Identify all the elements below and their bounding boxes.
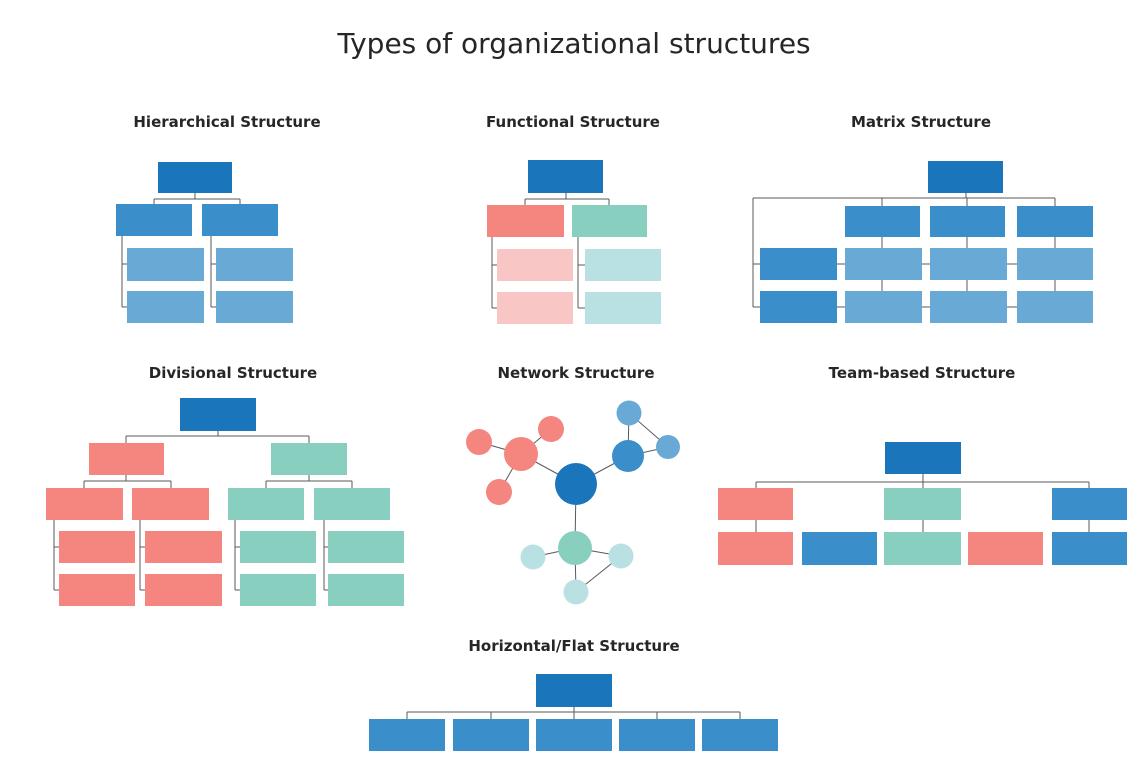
org-box — [216, 248, 293, 281]
org-box — [884, 532, 961, 565]
org-box — [158, 162, 232, 193]
network-node — [486, 479, 512, 505]
network-node — [555, 463, 597, 505]
org-box — [216, 291, 293, 323]
org-box — [369, 719, 445, 751]
network-node — [656, 435, 680, 459]
org-box — [845, 291, 922, 323]
org-box — [497, 249, 573, 281]
org-box — [145, 531, 222, 563]
org-box — [180, 398, 256, 431]
panel-title-divisional: Divisional Structure — [148, 364, 318, 382]
org-box — [314, 488, 390, 520]
org-box — [145, 574, 222, 606]
network-node — [466, 429, 492, 455]
org-box — [718, 532, 793, 565]
org-box — [619, 719, 695, 751]
org-box — [845, 248, 922, 280]
org-box — [802, 532, 877, 565]
org-box — [46, 488, 123, 520]
org-box — [884, 488, 961, 520]
org-box — [89, 443, 164, 475]
org-box — [702, 719, 778, 751]
org-box — [572, 205, 647, 237]
org-box — [1017, 248, 1093, 280]
org-box — [536, 719, 612, 751]
org-box — [1017, 206, 1093, 237]
org-box — [240, 531, 316, 563]
org-box — [1052, 532, 1127, 565]
panel-title-functional: Functional Structure — [486, 113, 660, 131]
panel-title-matrix: Matrix Structure — [850, 113, 992, 131]
network-node — [612, 440, 644, 472]
org-box — [718, 488, 793, 520]
panel-title-hierarchical: Hierarchical Structure — [133, 113, 321, 131]
org-box — [59, 574, 135, 606]
org-box — [453, 719, 529, 751]
org-box — [202, 204, 278, 236]
org-box — [328, 531, 404, 563]
org-box — [127, 248, 204, 281]
org-box — [271, 443, 347, 475]
divisional-structure-diagram — [46, 398, 404, 606]
org-box — [930, 248, 1007, 280]
org-box — [930, 206, 1005, 237]
org-box — [885, 442, 961, 474]
org-box — [1017, 291, 1093, 323]
network-node — [520, 544, 546, 570]
network-node — [538, 416, 564, 442]
org-box — [1052, 488, 1127, 520]
network-node — [558, 531, 592, 565]
panel-title-network: Network Structure — [497, 364, 655, 382]
org-box — [240, 574, 316, 606]
org-box — [760, 248, 837, 280]
org-box — [536, 674, 612, 707]
org-box — [487, 205, 564, 237]
network-structure-diagram — [466, 400, 680, 605]
network-node — [616, 400, 642, 426]
page-title: Types of organizational structures — [337, 27, 811, 60]
org-box — [585, 249, 661, 281]
org-box — [132, 488, 209, 520]
matrix-structure-diagram — [752, 161, 1093, 323]
functional-structure-diagram — [487, 160, 661, 324]
org-box — [968, 532, 1043, 565]
horizontal-flat-structure-diagram — [369, 674, 778, 751]
org-box — [228, 488, 304, 520]
network-node — [563, 579, 589, 605]
org-box — [59, 531, 135, 563]
org-box — [127, 291, 204, 323]
org-box — [328, 574, 404, 606]
org-box — [930, 291, 1007, 323]
org-box — [497, 292, 573, 324]
panel-title-team-based: Team-based Structure — [828, 364, 1016, 382]
hierarchical-structure-diagram — [116, 162, 293, 323]
org-box — [845, 206, 920, 237]
org-box — [528, 160, 603, 193]
team-based-structure-diagram — [718, 442, 1127, 565]
org-box — [928, 161, 1003, 193]
org-box — [760, 291, 837, 323]
org-box — [585, 292, 661, 324]
org-box — [116, 204, 192, 236]
network-node — [608, 543, 634, 569]
network-node — [504, 437, 538, 471]
panel-title-horizontal-flat: Horizontal/Flat Structure — [468, 637, 680, 655]
